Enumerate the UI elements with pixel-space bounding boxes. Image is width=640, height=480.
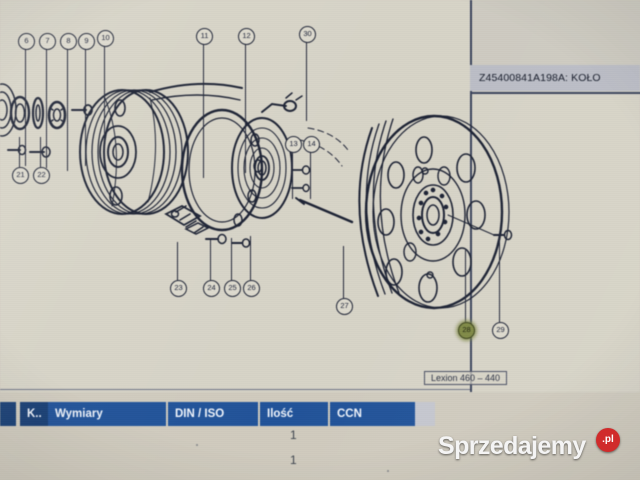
dust-speck: [387, 470, 389, 472]
dust-speck: [196, 444, 198, 446]
table-header-wymiary[interactable]: Wymiary: [48, 402, 166, 426]
callout-leader-line: [250, 236, 252, 280]
callout-leader-line: [499, 234, 501, 322]
table-cell-ilosc: 1: [290, 453, 297, 467]
callout-leader-line: [40, 137, 42, 167]
watermark-text: Sprzedajemy: [438, 432, 586, 460]
callout-leader-line: [104, 45, 106, 157]
callout-leader-line: [203, 43, 205, 178]
callout-leader-line: [67, 48, 69, 171]
part-hardware-13-14: [291, 165, 311, 193]
callout-balloon-29[interactable]: 29: [492, 322, 509, 339]
part-title-text: Z45400841A198A: KOŁO: [479, 72, 601, 84]
callout-balloon-6[interactable]: 6: [18, 33, 35, 50]
sheet-border-right-vertical: [470, 0, 472, 392]
callout-leader-line: [25, 48, 27, 166]
callout-balloon-21[interactable]: 21: [12, 167, 29, 184]
part-washer-6: [9, 95, 31, 131]
part-lever-top: [261, 92, 303, 113]
diagram-caption: Lexion 460 – 440: [424, 371, 508, 385]
callout-balloon-26[interactable]: 26: [243, 280, 260, 297]
table-cell-ilosc: 1: [290, 428, 297, 442]
callout-leader-line: [177, 242, 179, 280]
callout-leader-line: [343, 246, 345, 298]
callout-balloon-8[interactable]: 8: [60, 33, 77, 50]
table-header-din_iso[interactable]: DIN / ISO: [168, 402, 258, 426]
callout-balloon-23[interactable]: 23: [170, 280, 187, 297]
callout-leader-line: [231, 238, 233, 280]
callout-balloon-28[interactable]: 28: [458, 322, 475, 339]
callout-balloon-7[interactable]: 7: [39, 33, 56, 50]
callout-leader-line: [306, 41, 308, 121]
callout-leader-line: [245, 43, 247, 173]
table-header-end-cap: [415, 402, 435, 426]
part-washer-7: [31, 96, 45, 130]
callout-balloon-30[interactable]: 30: [299, 26, 316, 43]
part-bolt-21: [7, 144, 27, 156]
callout-balloon-22[interactable]: 22: [33, 167, 50, 184]
part-pulley-left: [79, 89, 189, 215]
part-shaft-end-left: [0, 83, 17, 137]
callout-balloon-25[interactable]: 25: [224, 280, 241, 297]
exploded-parts-diagram: [0, 82, 513, 310]
table-header-left-stub: [0, 402, 16, 426]
callout-balloon-13[interactable]: 13: [285, 136, 302, 153]
table-header-ilosc[interactable]: Ilość: [260, 402, 328, 426]
callout-balloon-9[interactable]: 9: [78, 33, 95, 50]
callout-leader-line: [292, 151, 294, 199]
watermark-badge: .pl: [596, 428, 620, 452]
callout-leader-line: [310, 151, 312, 199]
part-flywheel-large: [358, 114, 510, 310]
callout-balloon-24[interactable]: 24: [203, 280, 220, 297]
callout-balloon-10[interactable]: 10: [97, 30, 114, 47]
callout-balloon-11[interactable]: 11: [196, 28, 213, 45]
sheet-border-bottom: [0, 389, 470, 390]
callout-leader-line: [85, 48, 87, 166]
callout-leader-line: [465, 250, 467, 322]
part-washer-8: [47, 100, 67, 130]
part-shaft-27: [295, 197, 354, 224]
part-bracket-lower: [164, 204, 251, 248]
callout-leader-line: [46, 48, 48, 168]
callout-balloon-14[interactable]: 14: [303, 136, 320, 153]
table-header-ccn[interactable]: CCN: [330, 402, 415, 426]
part-belt-upper: [149, 82, 243, 93]
callout-leader-line: [210, 240, 212, 280]
callout-balloon-12[interactable]: 12: [238, 28, 255, 45]
callout-leader-line: [19, 137, 21, 167]
part-title-bar: Z45400841A198A: KOŁO: [470, 65, 640, 91]
callout-balloon-27[interactable]: 27: [336, 298, 353, 315]
table-header-kod[interactable]: K..: [20, 402, 48, 426]
